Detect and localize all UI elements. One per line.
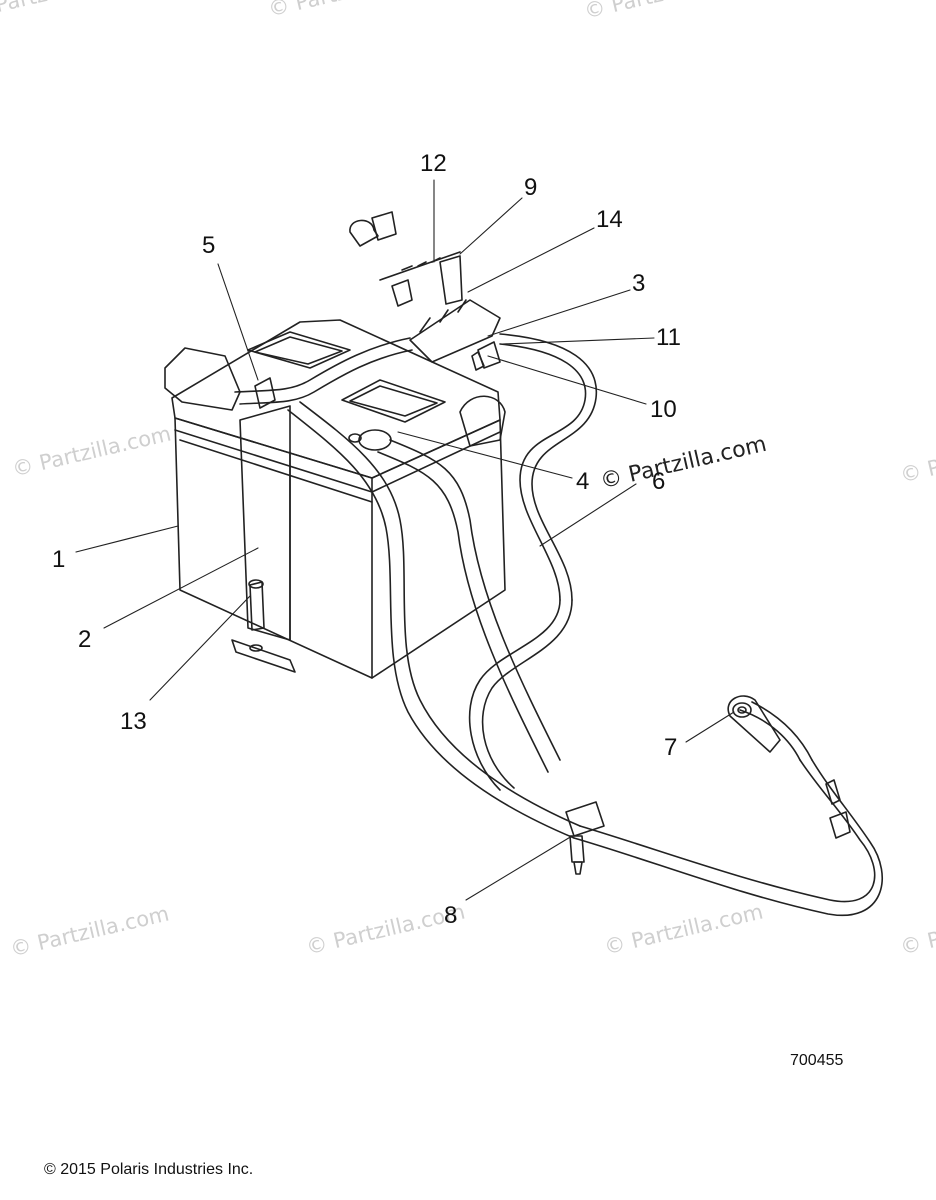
callout-2: 2 <box>78 626 92 653</box>
ring-terminal <box>727 695 781 753</box>
cable-6 <box>287 333 598 839</box>
leader-lines <box>75 179 735 901</box>
figure-id: 700455 <box>790 1052 844 1069</box>
callout-6: 6 <box>652 468 666 495</box>
copyright: © 2015 Polaris Industries Inc. <box>44 1161 254 1178</box>
callout-10: 10 <box>650 396 677 423</box>
terminal-connector <box>471 341 851 839</box>
battery <box>164 319 506 679</box>
callout-13: 13 <box>120 708 147 735</box>
cable-5 <box>234 337 413 409</box>
callout-9: 9 <box>524 174 538 201</box>
cable-4 <box>377 439 883 917</box>
callout-14: 14 <box>596 206 623 233</box>
callout-3: 3 <box>632 270 646 297</box>
callout-1: 1 <box>52 546 66 573</box>
callout-5: 5 <box>202 232 216 259</box>
cable-clamp <box>565 801 605 875</box>
callout-12: 12 <box>420 150 447 177</box>
callout-7: 7 <box>664 734 678 761</box>
callout-11: 11 <box>656 324 681 351</box>
callout-8: 8 <box>444 902 458 929</box>
battery-strap <box>231 405 296 673</box>
fuse-block <box>349 211 501 363</box>
callout-4: 4 <box>576 468 590 495</box>
